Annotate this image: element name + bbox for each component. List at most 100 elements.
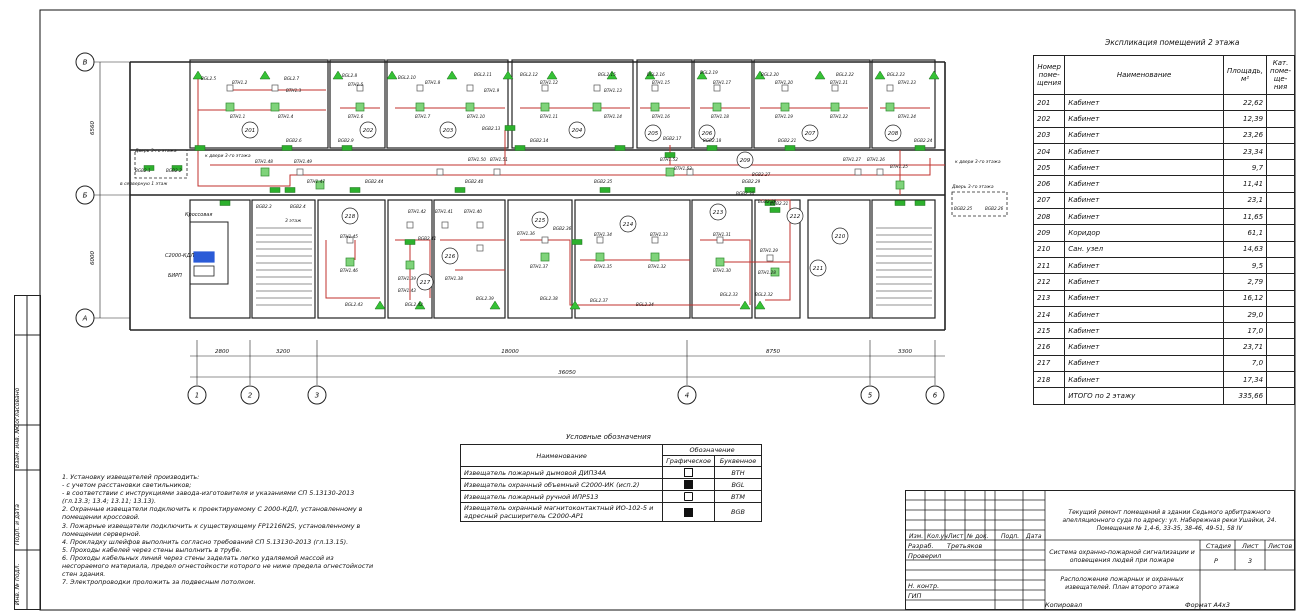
device-label: BGB2.35 xyxy=(594,179,613,184)
smoke-detector-icon xyxy=(493,168,501,176)
grid-axis-col-label: 2 xyxy=(248,392,253,400)
device-label: BGL2.23 xyxy=(887,72,905,77)
device-label: BTH1.5 xyxy=(348,82,364,87)
note-line: 1. Установку извещателей производить: xyxy=(62,473,200,481)
expl-cell-num: 201 xyxy=(1032,93,1066,112)
corner-volume-detector-icon xyxy=(259,70,271,80)
expl-cell-name: Кабинет xyxy=(1064,256,1224,275)
tb-project: Текущий ремонт помещений в здании Седьмо… xyxy=(1062,509,1277,532)
smoke-detector-icon xyxy=(593,84,601,92)
device-label: BTH1.23 xyxy=(898,80,916,85)
device-label: BTH1.50 xyxy=(468,157,486,162)
magnetic-contact-icon xyxy=(281,145,293,151)
note-line: 6. Проходы кабельных линий через стены з… xyxy=(62,553,334,562)
door-left-label: Дверь 3-го этажа xyxy=(134,148,177,154)
grid-axis-col xyxy=(240,385,260,405)
expl-cell-name: Кабинет xyxy=(1064,159,1224,177)
device-label: BGL2.8 xyxy=(342,73,357,78)
device-label: BGL2.32 xyxy=(755,292,773,297)
expl-cell-name: Кабинет xyxy=(1064,354,1224,373)
device-label: BGL2.39 xyxy=(476,296,494,301)
magnetic-contact-icon xyxy=(349,187,361,193)
volume-detector-icon xyxy=(465,102,475,112)
general-notes: 1. Установку извещателей производить:- с… xyxy=(62,473,402,586)
volume-detector-icon xyxy=(684,480,694,489)
room-number: 211 xyxy=(813,266,824,272)
to-3floor-left-label: к двери 3-го этажа xyxy=(205,153,251,159)
magnetic-contact-icon xyxy=(269,187,281,193)
device-label: BGL2.37 xyxy=(590,298,608,303)
dimension-left: 6560 xyxy=(90,121,96,135)
device-label: BGL2.34 xyxy=(636,302,654,307)
device-label: BTH1.8 xyxy=(425,80,441,85)
expl-cell-name: Кабинет xyxy=(1064,322,1224,340)
volume-detector-icon xyxy=(315,180,325,190)
expl-cell-name: Кабинет xyxy=(1064,289,1224,307)
legend-table: Наименование Обозначение Графическое Бук… xyxy=(459,444,762,522)
corner-volume-detector-icon xyxy=(696,70,708,80)
legend-item-name: Извещатель пожарный ручной ИПР513 xyxy=(459,490,664,503)
room-number-circle xyxy=(786,207,804,225)
device-label: BTH1.48 xyxy=(255,159,273,164)
floor3-label: 3 этаж xyxy=(285,218,302,224)
device-label: BGL2.33 xyxy=(720,292,738,297)
room-number-circle xyxy=(416,273,434,291)
magnetic-contact-icon xyxy=(194,145,206,151)
device-label: BGL2.20 xyxy=(761,72,779,77)
smoke-detector-icon xyxy=(226,84,234,92)
magnetic-contact-icon xyxy=(784,145,796,151)
device-label: BTH1.52 xyxy=(660,157,678,162)
manual-call-point-icon xyxy=(684,492,694,501)
smoke-detector-icon xyxy=(766,254,774,262)
expl-cell-name: Кабинет xyxy=(1064,338,1224,356)
room-number: 201 xyxy=(245,128,256,134)
device-label: BTH1.22 xyxy=(830,114,848,119)
room-number-circle xyxy=(884,124,902,142)
tb-col-doc: № док. xyxy=(967,533,989,540)
device-label: BTH1.14 xyxy=(604,114,622,119)
device-label: BTH1.33 xyxy=(650,232,668,237)
corner-volume-detector-icon xyxy=(569,300,581,310)
device-label: BGL2.11 xyxy=(474,72,492,77)
corner-volume-detector-icon xyxy=(874,70,886,80)
corner-volume-detector-icon xyxy=(644,70,656,80)
grid-axis-row-label: В xyxy=(83,59,88,67)
smoke-detector-icon xyxy=(541,236,549,244)
device-label: BGL2.38 xyxy=(540,296,558,301)
grid-axis-col-label: 4 xyxy=(685,392,689,400)
smoke-detector-icon xyxy=(356,84,364,92)
expl-cell-name: Кабинет xyxy=(1064,191,1224,210)
grid-axis-col xyxy=(860,385,880,405)
room-number-circle xyxy=(439,121,457,139)
device-label: BGB2.40 xyxy=(465,179,484,184)
corner-volume-detector-icon xyxy=(489,300,501,310)
tb-sheet-head: Лист xyxy=(1242,542,1259,550)
smoke-detector-icon xyxy=(651,84,659,92)
smoke-detector-icon xyxy=(781,84,789,92)
device-label: BTH1.30 xyxy=(713,268,731,273)
device-label: BTH1.45 xyxy=(340,234,358,239)
room-number: 218 xyxy=(345,214,356,220)
device-label: BTH1.41 xyxy=(435,209,453,214)
device-label: BTH1.12 xyxy=(540,80,558,85)
device-label: BGL2.10 xyxy=(398,75,416,80)
legend-head-name: Наименование xyxy=(459,444,664,467)
legend-row: Извещатель охранный объемный С2000-ИК (и… xyxy=(459,478,762,491)
volume-detector-icon xyxy=(405,260,415,270)
device-label: BTH1.35 xyxy=(594,264,612,269)
expl-cell-cat xyxy=(1266,240,1295,258)
expl-cell-name: Кабинет xyxy=(1064,273,1224,291)
expl-cell-num: 217 xyxy=(1032,354,1066,373)
device-label: BTH1.40 xyxy=(464,209,482,214)
device-label: BGB2.21 xyxy=(778,138,797,143)
room-number-circle xyxy=(801,124,819,142)
device-label: BGB2.29 xyxy=(742,179,761,184)
note-line: 2. Охранные извещатели подключить к прое… xyxy=(62,505,363,514)
smoke-detector-icon xyxy=(886,84,894,92)
device-label: BTH1.42 xyxy=(408,209,426,214)
